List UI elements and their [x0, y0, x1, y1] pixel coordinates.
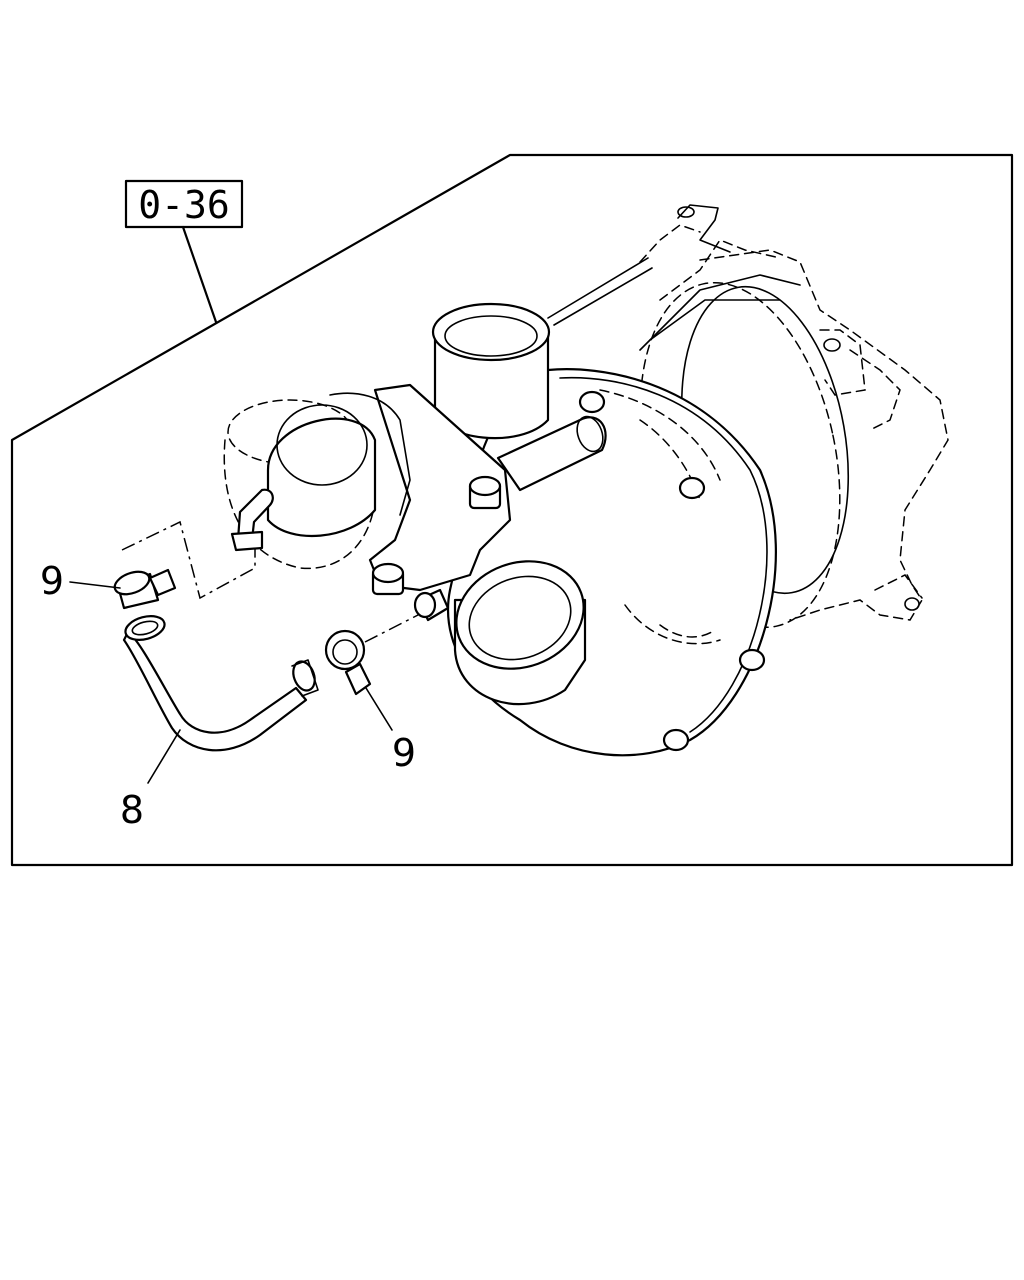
compressor-inlet — [453, 560, 587, 706]
callout-leader-8 — [147, 729, 181, 784]
reference-label: 0-36 — [138, 183, 230, 227]
diagram-frame — [10, 153, 1014, 867]
wastegate-rod — [547, 204, 731, 326]
compressor-outlet — [431, 302, 551, 440]
callout-label-9-upper: 9 — [40, 559, 64, 603]
hose-clip-lower — [324, 629, 372, 696]
hose-pipe — [122, 615, 319, 752]
assembly-line-upper — [121, 520, 256, 600]
actuator-bracket — [368, 383, 512, 592]
callout-label-9-lower: 9 — [392, 731, 416, 775]
callout-leader-9-lower — [365, 687, 393, 731]
reference-box: 0-36 — [124, 179, 244, 229]
assembly-line-lower — [364, 614, 419, 643]
hose-clip-upper — [113, 568, 177, 610]
turbine-housing-outline — [699, 249, 949, 621]
bracket-bolt-lower — [371, 562, 405, 596]
wastegate-actuator — [223, 392, 411, 570]
reference-leader — [181, 225, 218, 324]
turbocharger-assembly — [223, 204, 949, 757]
callout-label-8: 8 — [120, 788, 144, 832]
hose-nipple — [413, 588, 450, 622]
callout-leader-9-upper — [69, 581, 121, 589]
bracket-bolt-upper — [468, 475, 502, 510]
